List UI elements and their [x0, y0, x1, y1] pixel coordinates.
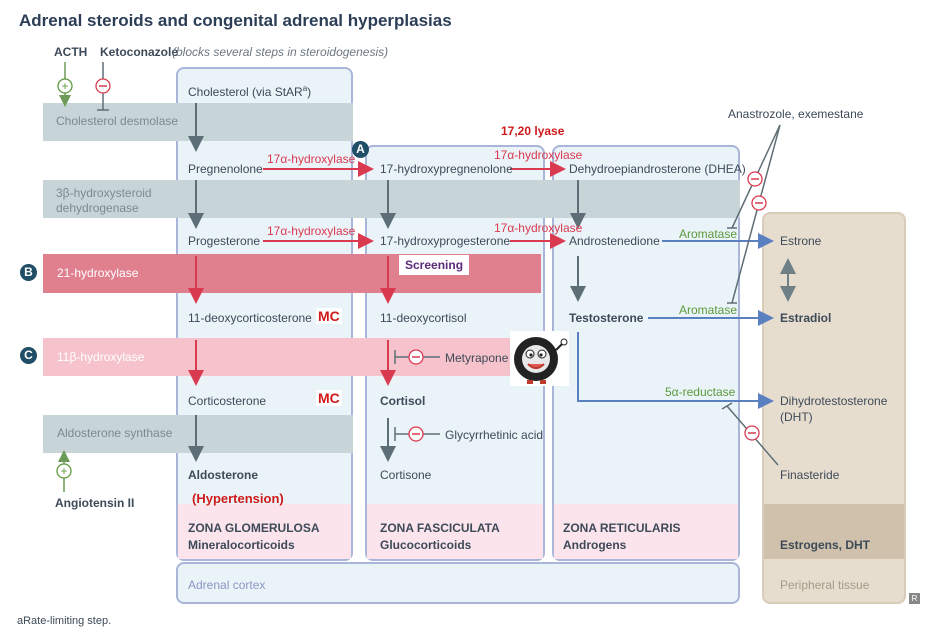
- band-3bhsd: [43, 180, 740, 218]
- peripheral-tissue-label: Peripheral tissue: [780, 578, 870, 592]
- screening-annotation: Screening: [399, 255, 470, 275]
- aromatase-label-1: Aromatase: [679, 227, 738, 241]
- angiotensin-label: Angiotensin II: [55, 496, 135, 510]
- peripheral-subtitle: Estrogens, DHT: [780, 538, 871, 552]
- reductase-label: 5α-reductase: [665, 385, 736, 399]
- acth-plus-icon: [57, 78, 73, 94]
- aromatase-label-2: Aromatase: [679, 303, 738, 317]
- badge-a: A: [352, 141, 369, 158]
- hydroxylase17-label-3: 17α-hydroxylase: [494, 148, 583, 162]
- band-11b-hydroxylase: [43, 338, 541, 376]
- zone-reticularis-title: ZONA RETICULARIS: [563, 521, 681, 535]
- zone-fasciculata-title: ZONA FASCICULATA: [380, 521, 500, 535]
- estradiol-label: Estradiol: [780, 311, 832, 325]
- peripheral-footer: [764, 504, 904, 559]
- zone-glomerulosa-subtitle: Mineralocorticoids: [188, 538, 295, 552]
- acth-label: ACTH: [54, 45, 88, 59]
- hydroxylase17-label-1: 17α-hydroxylase: [267, 152, 356, 166]
- anastrozole-label: Anastrozole, exemestane: [728, 107, 864, 121]
- page-title: Adrenal steroids and congenital adrenal …: [19, 11, 452, 30]
- dhea-label: Dehydroepiandrosterone (DHEA): [569, 162, 746, 176]
- zone-glomerulosa-title: ZONA GLOMERULOSA: [188, 521, 320, 535]
- testosterone-label: Testosterone: [569, 311, 644, 325]
- mc-annotation-1: MC: [316, 308, 342, 324]
- logo-icon: R: [909, 593, 920, 604]
- dht-label-2: (DHT): [780, 410, 813, 424]
- deoxycortisol-label: 11-deoxycortisol: [380, 311, 467, 325]
- glycyrrhetinic-label: Glycyrrhetinic acid: [445, 428, 544, 442]
- hydroxyprogesterone-label: 17-hydroxyprogesterone: [380, 234, 511, 248]
- footnote: aRate-limiting step.: [17, 615, 112, 627]
- aldosterone-label: Aldosterone: [188, 468, 259, 482]
- zone-fasciculata-subtitle: Glucocorticoids: [380, 538, 472, 552]
- progesterone-label: Progesterone: [188, 234, 261, 248]
- ketoconazole-note: (blocks several steps in steroidogenesis…: [172, 45, 389, 59]
- angiotensin-plus-icon: [56, 463, 72, 479]
- hydroxylase17-label-2: 17α-hydroxylase: [267, 224, 356, 238]
- adrenal-cortex-label: Adrenal cortex: [188, 578, 266, 592]
- cholesterol-text: Cholesterol (via StAR: [188, 85, 303, 99]
- finasteride-label: Finasteride: [780, 468, 840, 482]
- dht-label-1: Dihydrotestosterone: [780, 394, 888, 408]
- badge-c: C: [20, 347, 37, 364]
- hydroxylase17-label-4: 17α-hydroxylase: [494, 221, 583, 235]
- hydroxylase21-label: 21-hydroxylase: [57, 266, 139, 280]
- hydroxylase11b-label: 11β-hydroxylase: [57, 350, 145, 364]
- band-desmolase: [43, 103, 353, 141]
- cholesterol-close: ): [307, 85, 312, 99]
- hypertension-annotation: (Hypertension): [192, 491, 284, 506]
- hsd3b-label-1: 3β-hydroxysteroid: [56, 186, 152, 200]
- mc-annotation-2: MC: [316, 390, 342, 406]
- cortisol-label: Cortisol: [380, 394, 426, 408]
- lyase-label: 17,20 lyase: [501, 124, 565, 138]
- adrenal-cortex-box: [176, 562, 740, 604]
- glomerulosa-footer: [178, 504, 351, 559]
- desmolase-label: Cholesterol desmolase: [56, 114, 179, 128]
- cholesterol-footnote-mark: a: [302, 84, 308, 93]
- cholesterol-label: Cholesterol (via StARa): [188, 84, 311, 99]
- svg-text:+: +: [61, 79, 68, 93]
- androstenedione-label: Androstenedione: [569, 234, 660, 248]
- hydroxypregnenolone-label: 17-hydroxypregnenolone: [380, 162, 513, 176]
- cortisone-label: Cortisone: [380, 468, 432, 482]
- ketoconazole-label: Ketoconazole: [100, 45, 179, 59]
- cartoon-mascot-icon: [510, 331, 569, 386]
- fasciculata-footer: [367, 504, 543, 559]
- hsd3b-label-2: dehydrogenase: [56, 201, 139, 215]
- svg-text:+: +: [60, 464, 67, 478]
- reticularis-footer: [554, 504, 738, 559]
- pregnenolone-label: Pregnenolone: [188, 162, 263, 176]
- zone-reticularis-subtitle: Androgens: [563, 538, 627, 552]
- corticosterone-label: Corticosterone: [188, 394, 267, 408]
- badge-b: B: [20, 264, 37, 281]
- metyrapone-label: Metyrapone: [445, 351, 509, 365]
- aldo-synthase-label: Aldosterone synthase: [57, 426, 173, 440]
- estrone-label: Estrone: [780, 234, 822, 248]
- deoxycorticosterone-label: 11-deoxycorticosterone: [188, 311, 312, 325]
